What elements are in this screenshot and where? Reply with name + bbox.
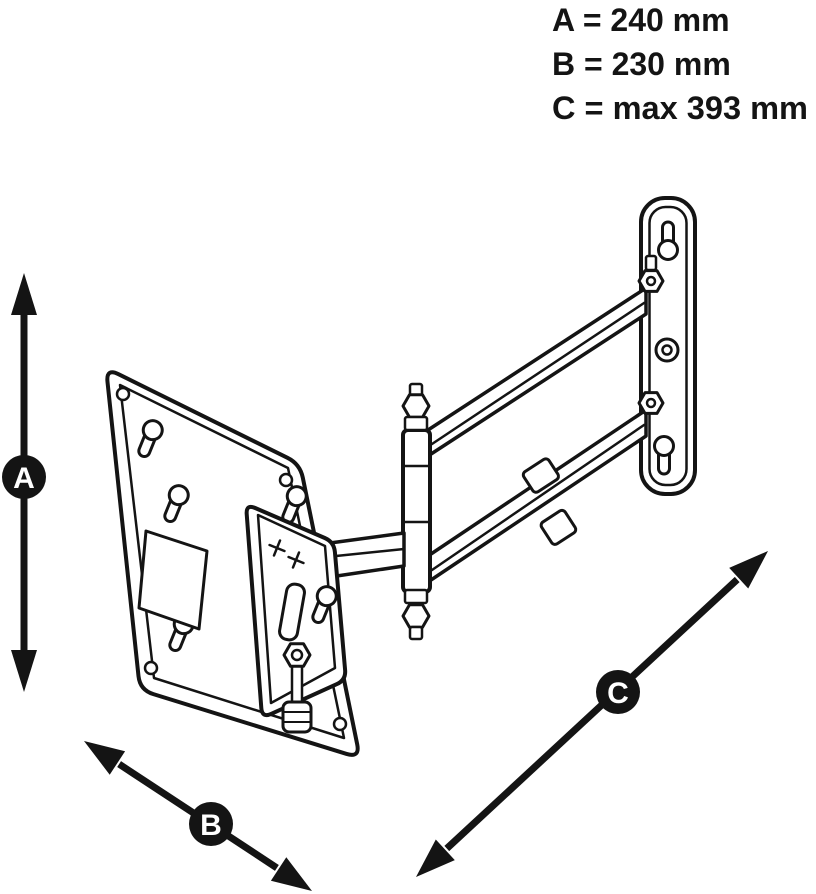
legend-line-a: A = 240 mm (552, 2, 730, 38)
cross-hole (287, 551, 305, 569)
arrow-head-upright (729, 551, 768, 589)
hinge-bolt-bottom (401, 588, 431, 641)
dimension-legend: A = 240 mm B = 230 mm C = max 393 mm (552, 2, 808, 126)
screw-hole (143, 660, 159, 676)
screw-hole (332, 716, 348, 732)
wall-pivot-bolt-bottom (637, 391, 665, 415)
arrow-head-down (11, 650, 37, 692)
marker-label-a: A (13, 462, 35, 495)
marker-circle (596, 670, 640, 714)
arrow-head-downleft (416, 839, 455, 877)
arrow-head-up (11, 273, 37, 315)
legend-line-c: C = max 393 mm (552, 90, 808, 126)
arrow-head-downright (270, 857, 312, 891)
dimension-marker-a: A (2, 455, 46, 499)
cable-clip-lower (539, 508, 578, 546)
hinge-post (401, 428, 432, 594)
wall-keyhole-top (657, 220, 679, 261)
plate-cutout (137, 529, 209, 631)
wall-pivot-bolt-top (637, 254, 665, 293)
tilt-bracket (244, 504, 348, 734)
wall-mount-figure (105, 196, 697, 757)
screw-hole (278, 472, 294, 488)
dimension-arrow-c: C (416, 551, 768, 877)
marker-circle (189, 802, 233, 846)
wall-plate (639, 196, 697, 496)
adjustment-slot (278, 582, 306, 642)
dimension-arrow-a: A (2, 273, 46, 692)
dimension-marker-c: C (596, 670, 640, 714)
dimension-marker-b: B (189, 802, 233, 846)
arrow-shaft (444, 576, 740, 852)
screw-hole (115, 386, 131, 402)
cable-clip-upper (521, 457, 560, 494)
hinge-bolt-top (401, 382, 431, 432)
arrow-head-upleft (84, 741, 126, 775)
wall-hole-middle (654, 337, 680, 363)
marker-label-b: B (200, 809, 222, 842)
dimension-arrow-b: B (84, 741, 312, 891)
connector-arm (328, 531, 406, 579)
cross-hole (268, 539, 286, 557)
marker-label-c: C (607, 677, 629, 710)
tilt-knob (281, 700, 313, 734)
wall-keyhole-bottom (653, 435, 675, 476)
legend-line-b: B = 230 mm (552, 46, 731, 82)
marker-circle (2, 455, 46, 499)
tilt-screw (282, 642, 312, 706)
